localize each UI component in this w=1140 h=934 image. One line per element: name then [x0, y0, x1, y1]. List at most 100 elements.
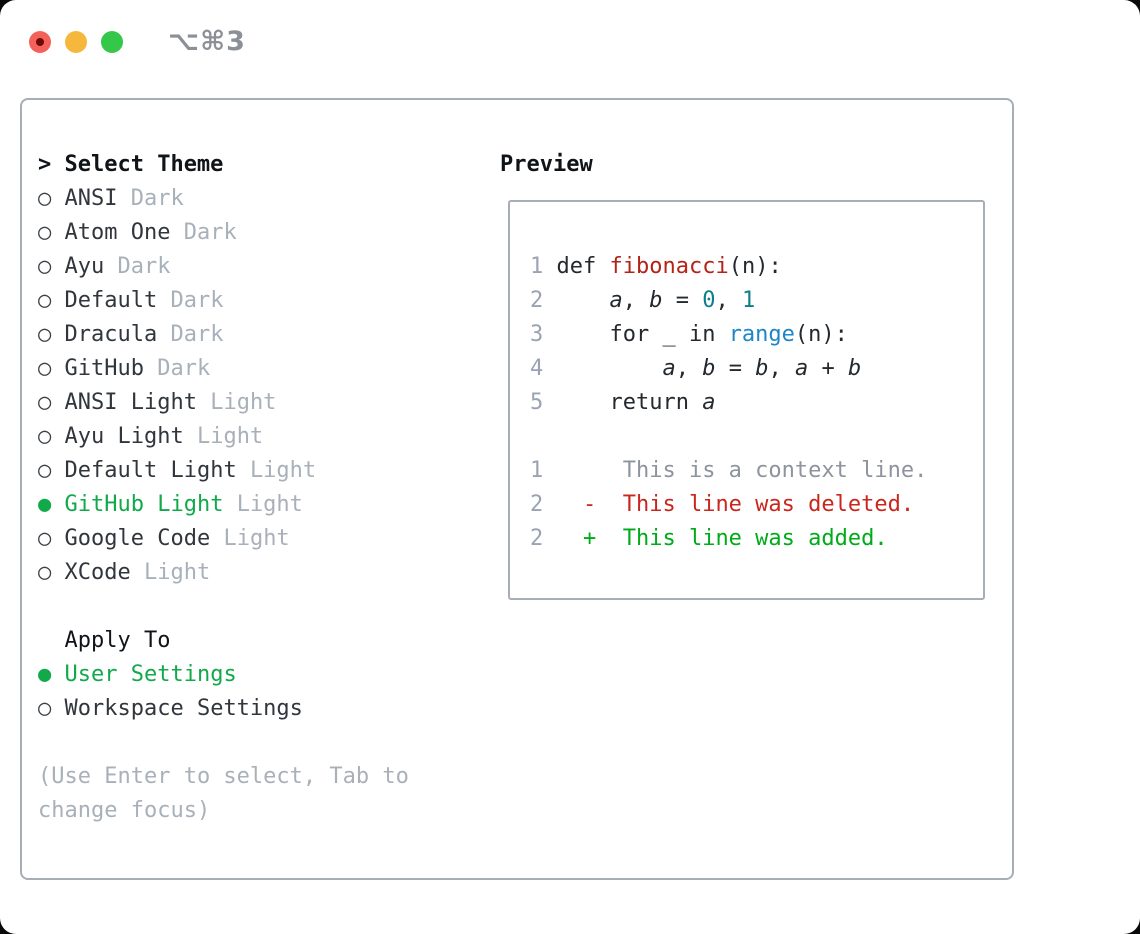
theme-picker-panel: >Select Theme ○ ANSI Dark○ Atom One Dark… [20, 98, 1014, 880]
theme-item-ansi-light[interactable]: ○ ANSI Light Light [38, 386, 478, 420]
code-token-code: , [768, 356, 795, 381]
radio-icon: ○ [38, 322, 65, 347]
line-number: 1 [530, 458, 557, 483]
radio-icon: ○ [38, 220, 65, 245]
code-token-code: + [808, 356, 848, 381]
close-button[interactable] [29, 30, 51, 53]
theme-item-github[interactable]: ○ GitHub Dark [38, 352, 478, 386]
theme-variant-tag: Dark [183, 220, 237, 245]
apply-option-label: User Settings [64, 662, 237, 687]
theme-item-xcode[interactable]: ○ XCode Light [38, 556, 478, 590]
apply-to-header: Apply To [64, 628, 171, 653]
theme-item-ayu[interactable]: ○ Ayu Dark [38, 250, 478, 284]
theme-item-default[interactable]: ○ Default Dark [38, 284, 478, 318]
diff-text-deleted: - This line was deleted. [556, 492, 915, 517]
diff-line-added: 2 + This line was added. [530, 522, 983, 556]
select-theme-header: > Select Theme [38, 148, 478, 182]
line-number: 5 [530, 390, 557, 415]
theme-item-default-light[interactable]: ○ Default Light Light [38, 454, 478, 488]
code-token-code: for _ in [556, 322, 729, 347]
code-token-code [557, 356, 663, 381]
theme-variant-tag: Light [223, 526, 290, 551]
code-line: 2 a, b = 0, 1 [530, 284, 983, 318]
zoom-button[interactable] [101, 30, 123, 53]
theme-item-ansi[interactable]: ○ ANSI Dark [38, 182, 478, 216]
prompt-caret-icon: > [38, 152, 52, 177]
theme-item-github-light[interactable]: ● GitHub Light Light [38, 488, 478, 522]
theme-variant-tag: Light [196, 424, 264, 449]
code-token-builtin: range [728, 322, 795, 347]
code-line: 4 a, b = b, a + b [530, 352, 983, 386]
spacer-line [530, 420, 983, 454]
code-token-var: a [662, 356, 676, 381]
radio-icon: ○ [38, 424, 65, 449]
theme-variant-tag: Dark [170, 322, 224, 347]
theme-name: Default [64, 288, 171, 313]
line-number: 4 [530, 356, 557, 381]
minimize-button[interactable] [65, 30, 87, 53]
diff-line-deleted: 2 - This line was deleted. [530, 488, 983, 522]
line-number: 2 [530, 288, 557, 313]
apply-option-label: Workspace Settings [64, 696, 303, 721]
code-token-num: 0 [702, 288, 716, 313]
theme-name: GitHub Light [64, 492, 237, 517]
code-token-var: b [702, 356, 716, 381]
diff-line-context: 1 This is a context line. [530, 454, 983, 488]
code-token-var: b [649, 288, 663, 313]
radio-icon: ○ [38, 288, 65, 313]
theme-variant-tag: Dark [117, 254, 171, 279]
radio-selected-icon: ● [38, 492, 65, 517]
radio-icon: ○ [38, 696, 65, 721]
apply-to-list: ● User Settings○ Workspace Settings [38, 658, 478, 726]
line-number: 3 [530, 322, 557, 347]
radio-icon: ○ [38, 186, 65, 211]
theme-item-dracula[interactable]: ○ Dracula Dark [38, 318, 478, 352]
code-line: 5 return a [530, 386, 983, 420]
line-number: 2 [530, 526, 557, 551]
close-dot-icon [36, 37, 44, 46]
theme-variant-tag: Light [249, 458, 317, 483]
preview-header: Preview [500, 152, 593, 177]
code-token-code: (n): [794, 322, 848, 347]
apply-option-workspace-settings[interactable]: ○ Workspace Settings [38, 692, 478, 726]
line-number: 2 [530, 492, 557, 517]
code-token-var: b [755, 356, 769, 381]
code-token-var: a [609, 288, 623, 313]
theme-variant-tag: Light [210, 390, 277, 415]
theme-name: Atom One [64, 220, 184, 245]
apply-option-user-settings[interactable]: ● User Settings [38, 658, 478, 692]
theme-item-google-code[interactable]: ○ Google Code Light [38, 522, 478, 556]
window-title: ⌥⌘3 [168, 26, 246, 57]
code-token-var: b [847, 356, 862, 381]
theme-variant-tag: Light [143, 560, 211, 585]
code-token-code: (n): [728, 254, 782, 279]
code-token-var: a [702, 390, 716, 415]
code-line: 1 def fibonacci(n): [530, 250, 983, 284]
code-token-code: = [662, 288, 703, 313]
code-token-var: a [794, 356, 809, 381]
theme-name: Ayu Light [64, 424, 197, 449]
code-token-code [557, 288, 610, 313]
select-theme-header-label: Select Theme [64, 152, 224, 177]
spacer [38, 590, 478, 624]
theme-variant-tag: Dark [130, 186, 184, 211]
radio-selected-icon: ● [38, 662, 65, 687]
code-token-code: def [556, 254, 610, 279]
theme-list: ○ ANSI Dark○ Atom One Dark○ Ayu Dark○ De… [38, 182, 478, 590]
code-token-func: fibonacci [609, 254, 729, 279]
theme-name: Default Light [64, 458, 250, 483]
theme-item-ayu-light[interactable]: ○ Ayu Light Light [38, 420, 478, 454]
code-token-code: , [675, 356, 703, 381]
radio-icon: ○ [38, 356, 65, 381]
help-text: (Use Enter to select, Tab to change focu… [38, 764, 409, 823]
theme-item-atom-one[interactable]: ○ Atom One Dark [38, 216, 478, 250]
theme-name: GitHub [64, 356, 158, 381]
code-token-code: , [715, 288, 742, 313]
code-token-code: return [556, 390, 703, 415]
theme-name: Google Code [64, 526, 224, 551]
diff-text-context: This is a context line. [556, 458, 928, 483]
theme-name: ANSI Light [64, 390, 211, 415]
